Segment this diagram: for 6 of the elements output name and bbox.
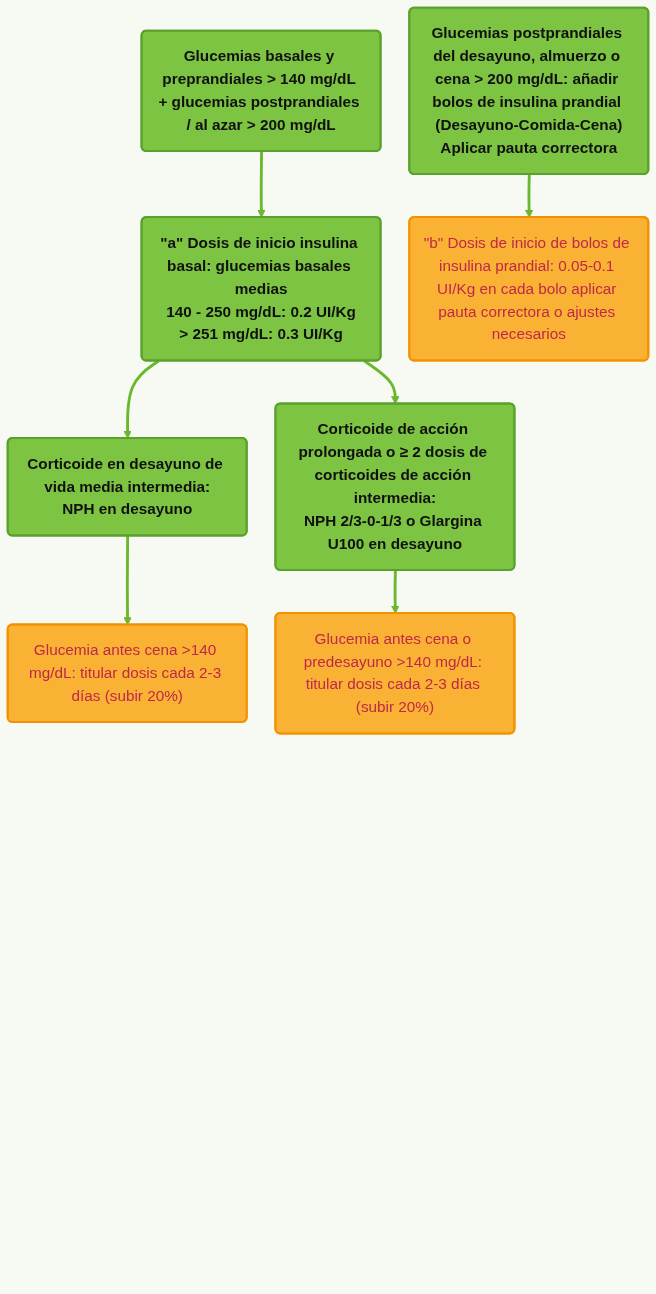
arrow	[524, 174, 534, 218]
arrow	[123, 535, 132, 626]
arrow	[391, 570, 400, 614]
arrow	[363, 359, 400, 405]
arrow	[257, 151, 266, 218]
arrow	[123, 359, 160, 439]
